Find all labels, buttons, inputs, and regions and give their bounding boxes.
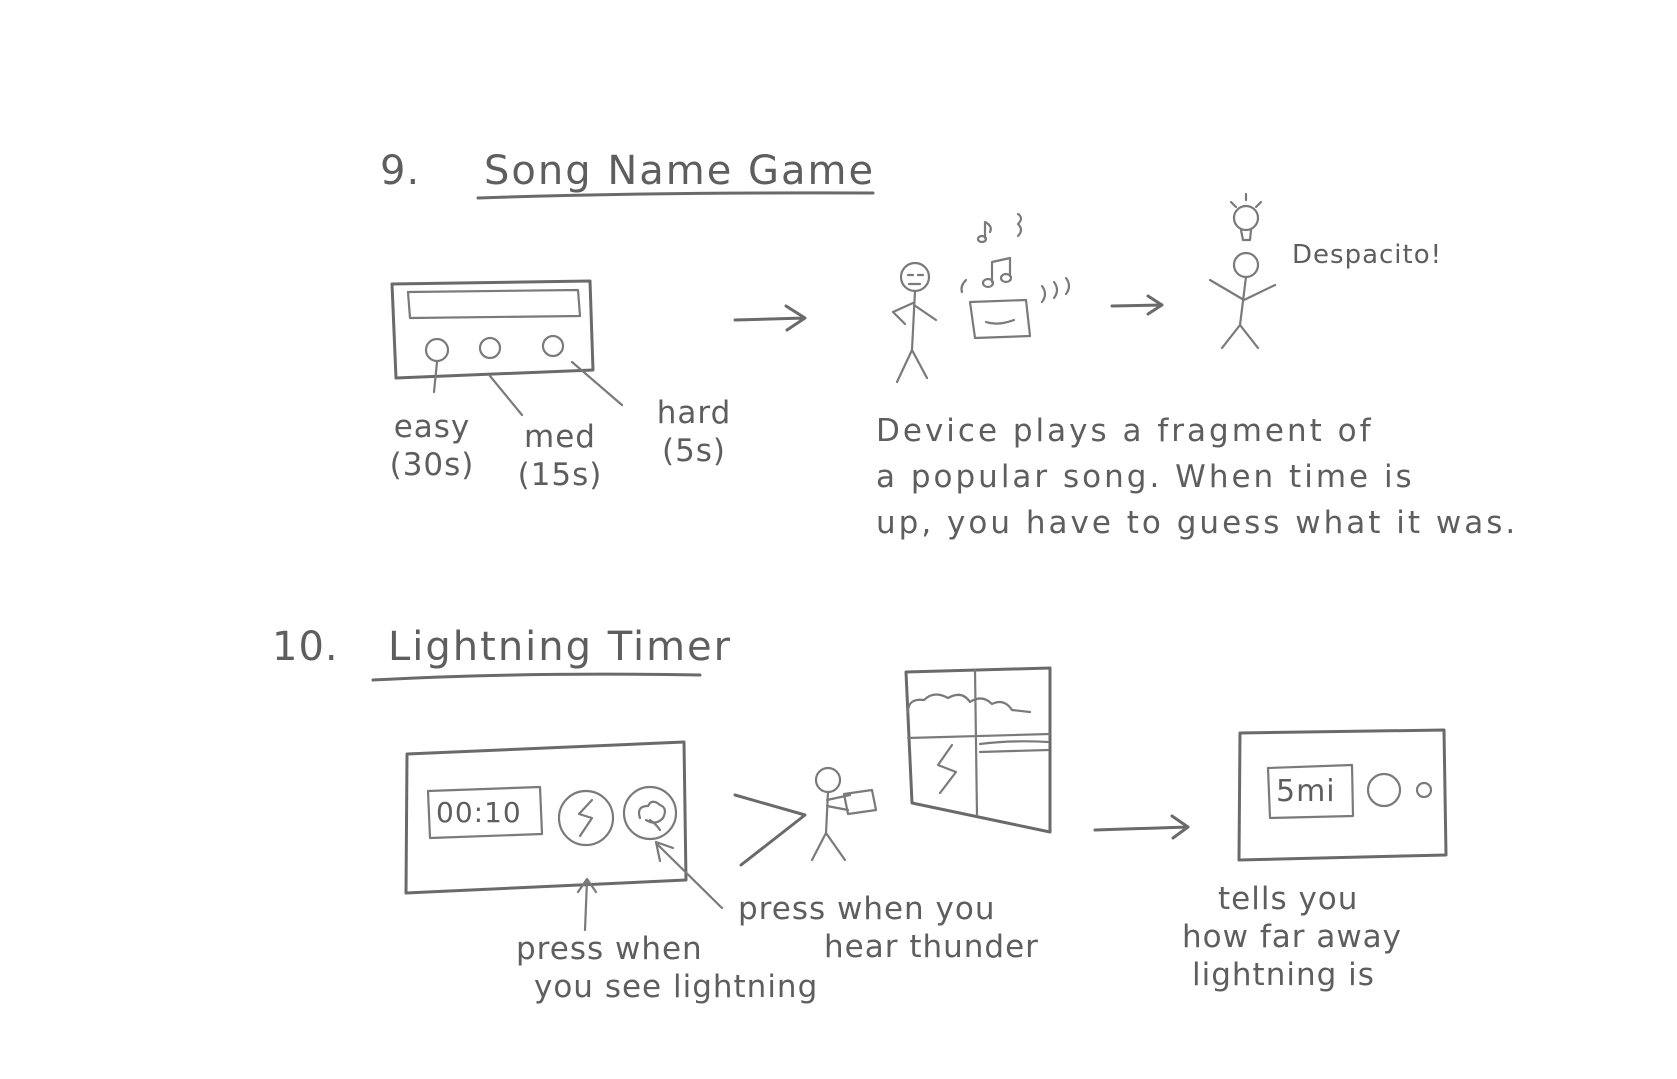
title-underline-10 (371, 672, 702, 682)
press-lightning-note: press when you see lightning (516, 930, 818, 1006)
music-player (960, 212, 1071, 340)
timer-display: 00:10 (436, 796, 522, 829)
song-game-description: Device plays a fragment of a popular son… (876, 408, 1518, 546)
distance-device (1237, 728, 1448, 862)
listening-person (891, 261, 938, 384)
result-note: tells you how far away lightning is (1182, 880, 1402, 994)
storm-window (904, 666, 1052, 834)
distance-display: 5mi (1276, 774, 1336, 809)
guess-shout: Despacito! (1292, 240, 1443, 270)
hard-time-text: (5s) (661, 433, 727, 469)
description-line: a popular song. When time is (876, 459, 1415, 495)
timer-display-box (426, 785, 544, 840)
timer-device (404, 740, 724, 932)
easy-knob (424, 337, 450, 363)
observer-person (810, 766, 878, 862)
press-thunder-line: hear thunder (824, 929, 1039, 965)
lightning-button (557, 789, 615, 847)
description-line: Device plays a fragment of (876, 413, 1374, 449)
easy-label-text: easy (393, 409, 471, 445)
press-lightning-line: you see lightning (534, 969, 819, 1005)
easy-label: easy (30s) (388, 408, 476, 484)
description-line: up, you have to guess what it was. (876, 505, 1519, 541)
med-time-text: (15s) (517, 457, 603, 493)
hard-knob (541, 334, 565, 358)
thunder-cloud-icon (637, 800, 667, 832)
hard-label: hard (5s) (650, 394, 738, 470)
hard-label-text: hard (656, 395, 732, 431)
med-label: med (15s) (516, 418, 604, 494)
thunder-button (622, 785, 678, 841)
result-line: tells you (1218, 881, 1359, 917)
result-line: lightning is (1192, 957, 1375, 993)
arrow-9b (1110, 294, 1164, 316)
lightbulb-icon (1229, 192, 1263, 242)
press-thunder-note: press when you hear thunder (738, 890, 1039, 966)
section-9-number: 9. (380, 148, 421, 194)
song-device (390, 279, 624, 417)
distance-display-box (1266, 763, 1355, 820)
med-label-text: med (524, 419, 596, 455)
lightning-bolt-icon (577, 798, 594, 838)
section-10-title: Lightning Timer (388, 624, 733, 670)
music-note-icon (976, 212, 1023, 289)
guessing-person (1208, 192, 1277, 350)
press-thunder-line: press when you (738, 891, 996, 927)
result-line: how far away (1182, 919, 1403, 955)
press-lightning-line: press when (516, 931, 703, 967)
section-9-title: Song Name Game (484, 148, 876, 194)
chevron-arrow (733, 793, 807, 867)
easy-time-text: (30s) (389, 447, 475, 483)
arrow-10 (1093, 814, 1190, 840)
arrow-9a (733, 304, 807, 332)
section-10-number: 10. (272, 624, 339, 670)
title-underline-9 (476, 191, 875, 200)
med-knob (478, 336, 502, 360)
